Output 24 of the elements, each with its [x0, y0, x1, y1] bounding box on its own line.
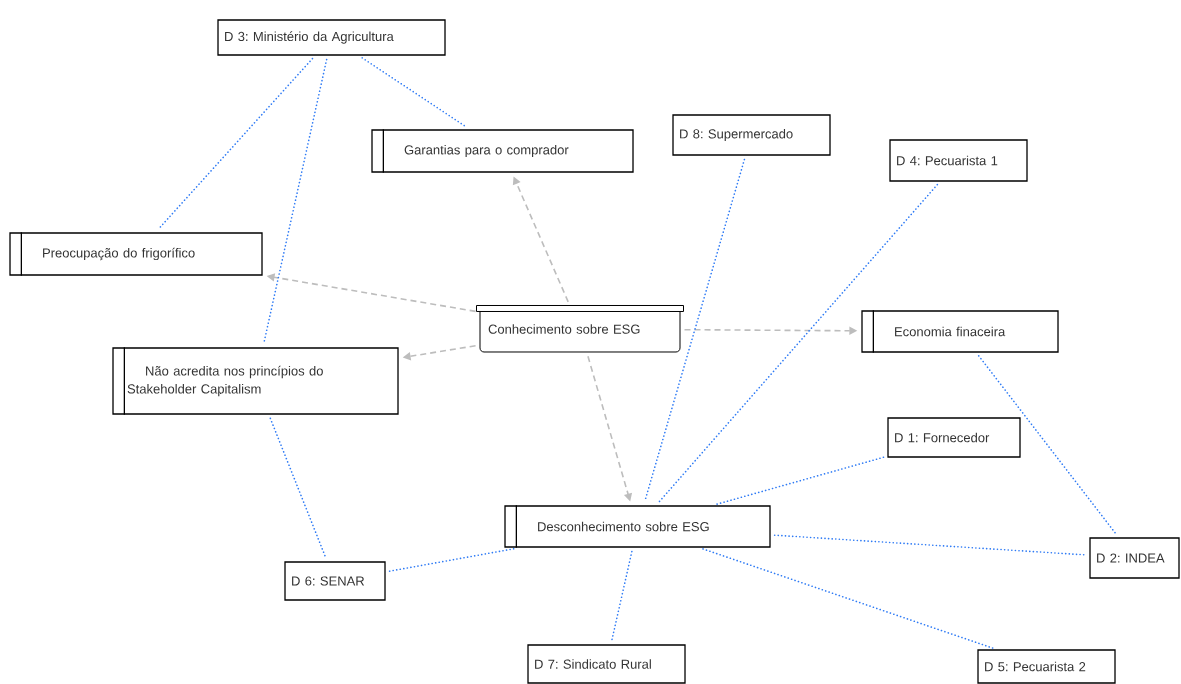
source-box: D 7: Sindicato Rural — [527, 644, 686, 684]
connector-line — [611, 550, 633, 642]
connector-line — [269, 417, 327, 559]
topic-box: Desconhecimento sobre ESG — [504, 504, 771, 549]
connector-line — [715, 456, 885, 506]
source-box: D 2: INDEA — [1089, 537, 1180, 579]
connector-line — [702, 548, 994, 649]
topic-box: Não acredita nos princípios do Stakeholder Capitalism — [112, 346, 399, 416]
topic-box: Preocupação do frigorífico — [9, 231, 263, 277]
source-box: D 6: SENAR — [284, 561, 386, 601]
topic-box: Garantias para o comprador — [371, 128, 634, 174]
connector-line — [657, 183, 939, 504]
source-box: D 1: Fornecedor — [887, 417, 1021, 458]
connector-line — [773, 534, 1087, 556]
connector-line — [157, 57, 314, 231]
source-box: D 4: Pecuarista 1 — [889, 139, 1028, 182]
source-box: D 5: Pecuarista 2 — [977, 649, 1116, 684]
topic-box: Economia finaceira — [861, 309, 1059, 354]
connector-line — [361, 57, 468, 128]
connector-line — [977, 355, 1117, 535]
source-box: D 3: Ministério da Agricultura — [217, 19, 446, 56]
topic-box: Conhecimento sobre ESG — [476, 305, 684, 353]
connector-line — [263, 58, 328, 345]
source-box: D 8: Supermercado — [672, 114, 831, 156]
